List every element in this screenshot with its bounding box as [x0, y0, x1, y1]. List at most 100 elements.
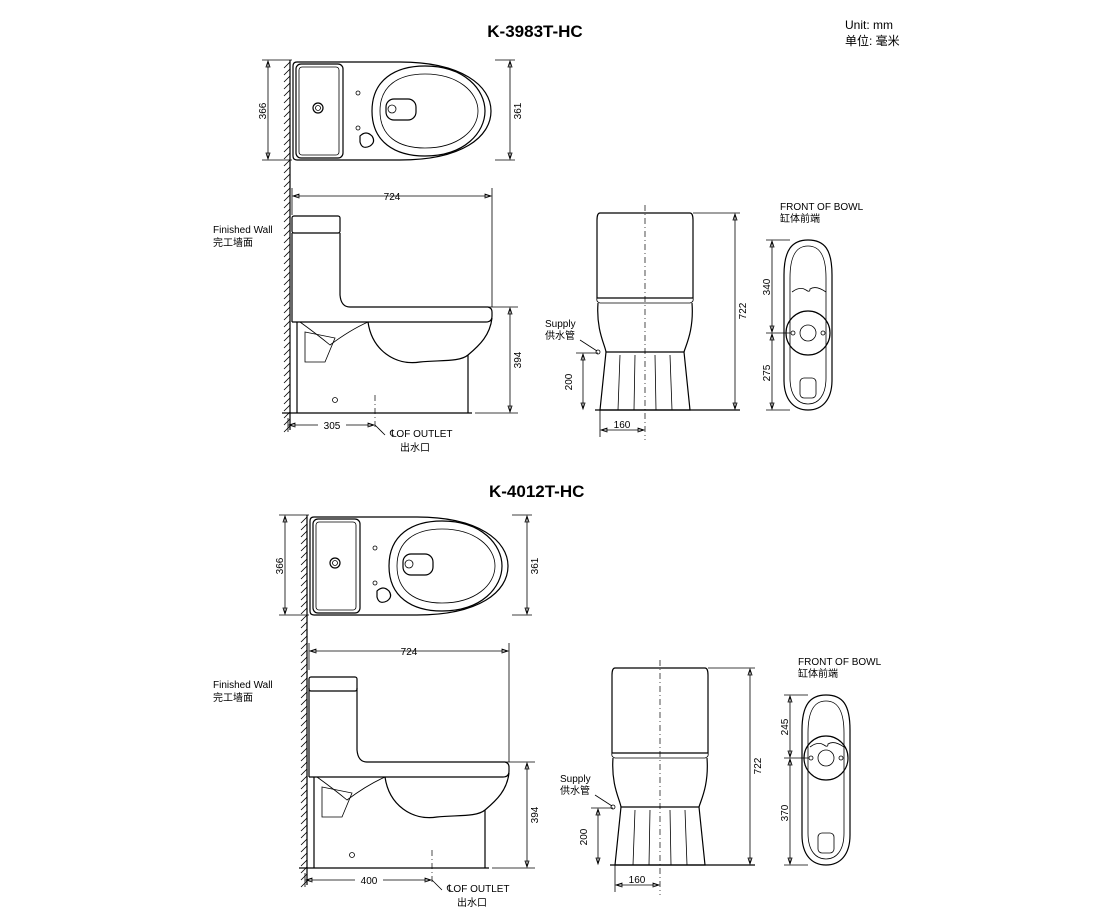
- trapway-opening: [321, 786, 353, 818]
- front-bowl: [612, 757, 708, 808]
- outlet-label-en: ℄OF OUTLET: [446, 884, 510, 895]
- length-dimension: [308, 648, 510, 654]
- rim-height-label: 394: [530, 806, 541, 823]
- rear-detail: [799, 377, 817, 399]
- supply-leader: [579, 339, 598, 352]
- bowl-dimension-a: [769, 239, 775, 334]
- rim-height-dimension: [507, 306, 513, 414]
- bowl-dim-a-label: 340: [762, 278, 773, 295]
- bowl-curve: [367, 317, 493, 364]
- flush-button: [312, 102, 324, 114]
- side-body: [291, 233, 493, 323]
- bowl-curve: [384, 772, 510, 819]
- length-label: 724: [384, 192, 401, 203]
- supply-height-dimension: [595, 807, 601, 866]
- finished-wall-label-zh: 完工墙面: [213, 691, 253, 704]
- outlet-hole: [387, 104, 397, 114]
- bowl-rim-detail: [791, 287, 827, 293]
- bolt-hole: [808, 755, 814, 761]
- front-of-bowl-label-en: FRONT OF BOWL: [780, 202, 864, 213]
- bowl-inner: [789, 245, 827, 405]
- bowl-outline: [801, 694, 851, 866]
- outlet-distance-label: 400: [361, 876, 378, 887]
- flush-button-inner: [332, 560, 338, 566]
- bowl-ext: [766, 239, 790, 411]
- plan-width-label: 361: [530, 557, 541, 574]
- pedestal-sides: [313, 777, 486, 868]
- supply-offset-label: 160: [614, 420, 631, 431]
- supply-point: [595, 349, 601, 355]
- supply-offset-label: 160: [629, 875, 646, 886]
- trapway-top: [316, 776, 386, 801]
- outlet-label-en: ℄OF OUTLET: [389, 429, 453, 440]
- bowl-dimension-b: [769, 332, 775, 411]
- supply-blob: [359, 132, 375, 148]
- seat-inner: [379, 73, 479, 149]
- bowl-dimension-b: [787, 757, 793, 866]
- label-bg: [318, 418, 346, 430]
- height-dimension: [732, 212, 738, 411]
- bolt-hole: [820, 330, 826, 336]
- model-title: K-4012T-HC: [489, 482, 584, 501]
- rim-height-label: 394: [513, 351, 524, 368]
- mount-hole: [355, 90, 361, 96]
- height-dimension: [747, 667, 753, 866]
- bowl-outline: [783, 239, 833, 411]
- bolt-hole: [790, 330, 796, 336]
- flush-button-inner: [315, 105, 321, 111]
- supply-ext: [591, 807, 616, 892]
- plan-depth-label: 366: [258, 102, 269, 119]
- plan-view: [292, 61, 492, 161]
- outlet-label-zh: 出水口: [400, 441, 430, 454]
- bowl-outlet: [385, 98, 417, 121]
- plan-width-label: 361: [513, 102, 524, 119]
- seat-outer: [371, 65, 486, 157]
- wall-hatching: [283, 61, 291, 433]
- outlet-hole: [404, 559, 414, 569]
- flange-circle: [803, 735, 849, 781]
- seat-line: [596, 297, 694, 304]
- bowl-outlet: [402, 553, 434, 576]
- outlet-leader: [374, 424, 386, 436]
- plan-extension-lines: [279, 514, 532, 616]
- pedestal-ribs: [632, 809, 688, 866]
- supply-label-zh: 供水管: [545, 329, 575, 342]
- supply-label-en: Supply: [545, 319, 576, 330]
- mount-hole: [372, 580, 378, 586]
- supply-height-dimension: [580, 352, 586, 411]
- length-extension: [308, 643, 510, 762]
- front-of-bowl-label-zh: 缸体前端: [780, 212, 820, 225]
- supply-offset-dimension: [614, 882, 661, 888]
- length-label: 724: [401, 647, 418, 658]
- finished-wall-label-en: Finished Wall: [213, 225, 273, 236]
- bowl-rim-detail: [809, 742, 845, 748]
- supply-ext: [576, 352, 601, 437]
- tank-outline: [295, 63, 344, 159]
- unit-label-en: Unit: mm: [845, 18, 893, 32]
- tank-outline: [312, 518, 361, 614]
- model-title: K-3983T-HC: [487, 22, 582, 41]
- bowl-ext: [784, 694, 808, 866]
- rim-extension: [492, 761, 535, 869]
- pedestal-ribs: [617, 354, 673, 411]
- front-of-bowl-label-zh: 缸体前端: [798, 667, 838, 680]
- bowl-dim-b-label: 275: [762, 364, 773, 381]
- supply-point: [610, 804, 616, 810]
- supply-blob: [376, 587, 392, 603]
- trapway-opening: [304, 331, 336, 363]
- supply-leader: [594, 794, 613, 807]
- unit-label-zh: 单位: 毫米: [845, 33, 900, 48]
- outlet-leader: [431, 879, 443, 891]
- supply-label-zh: 供水管: [560, 784, 590, 797]
- bolt-hole: [349, 852, 355, 858]
- seat-line: [611, 752, 709, 759]
- finished-wall-label-zh: 完工墙面: [213, 236, 253, 249]
- plan-extension-lines: [262, 59, 515, 161]
- bowl-dimension-a: [787, 694, 793, 759]
- label-bg: [355, 873, 383, 885]
